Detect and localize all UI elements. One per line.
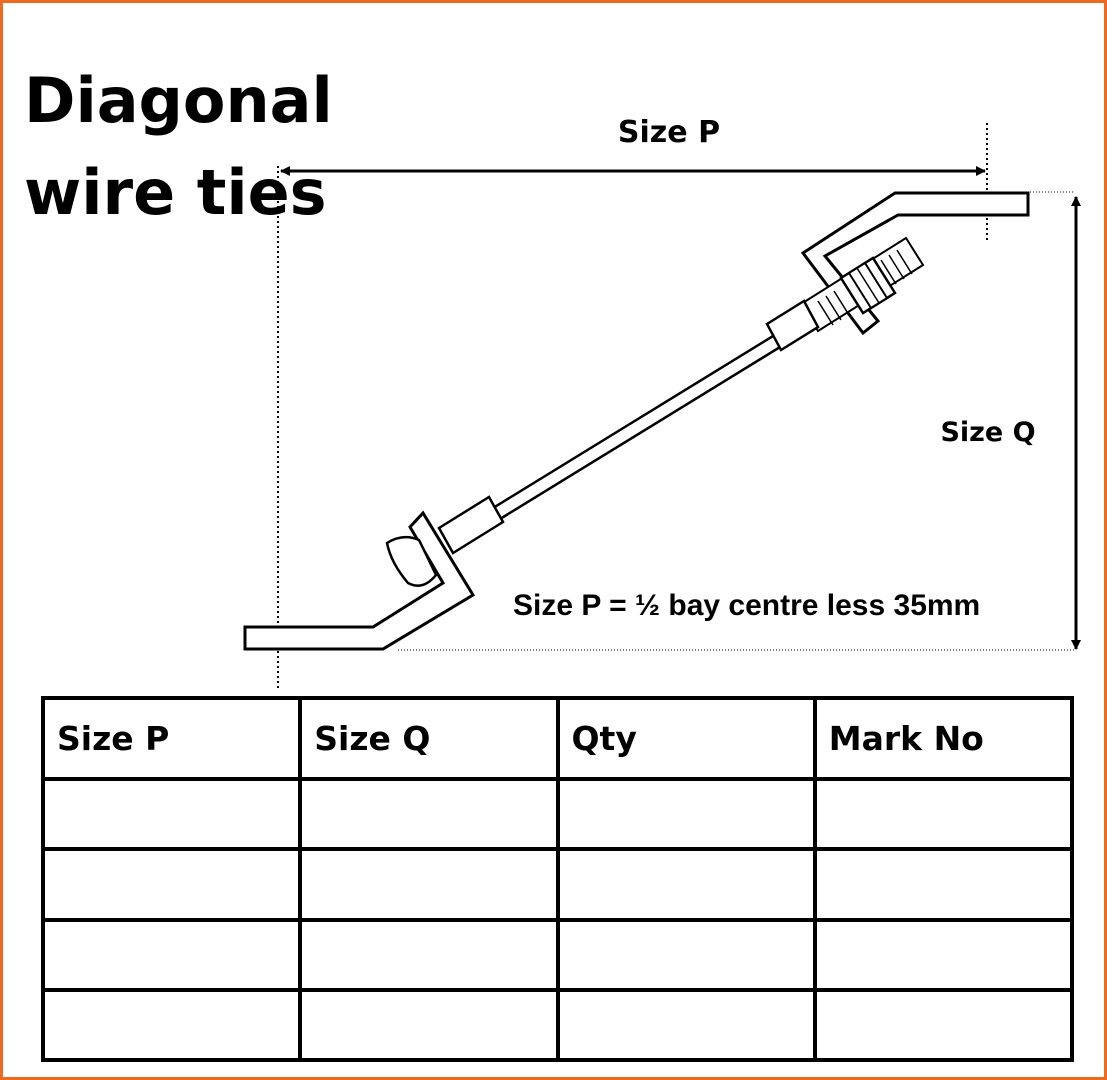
column-header-qty: Qty bbox=[555, 696, 817, 781]
table-cell[interactable] bbox=[40, 847, 303, 922]
table-cell[interactable] bbox=[555, 987, 817, 1063]
table-cell[interactable] bbox=[298, 987, 560, 1063]
wire-tie-diagram: Size P Size Q Size P = ½ bay centre less… bbox=[243, 115, 1081, 688]
table-cell[interactable] bbox=[40, 917, 303, 992]
column-header-size-p: Size P bbox=[40, 696, 303, 781]
table-cell[interactable] bbox=[298, 776, 560, 852]
table-cell[interactable] bbox=[298, 917, 560, 992]
upper-end-fitting bbox=[800, 191, 1030, 336]
table-row bbox=[40, 917, 1075, 992]
table-cell[interactable] bbox=[555, 776, 817, 852]
diagonal-wire-rod bbox=[437, 299, 820, 555]
size-p-formula-note: Size P = ½ bay centre less 35mm bbox=[513, 589, 980, 622]
lower-end-fitting bbox=[243, 510, 476, 651]
table-cell[interactable] bbox=[40, 987, 303, 1063]
table-row bbox=[40, 987, 1075, 1063]
table-cell[interactable] bbox=[812, 917, 1075, 992]
page-title: Diagonal wire ties bbox=[24, 64, 333, 229]
table-cell[interactable] bbox=[812, 847, 1075, 922]
column-header-mark-no: Mark No bbox=[812, 696, 1075, 781]
table-header-row: Size P Size Q Qty Mark No bbox=[40, 696, 1075, 781]
table-cell[interactable] bbox=[812, 987, 1075, 1063]
column-header-size-q: Size Q bbox=[298, 696, 560, 781]
table-cell[interactable] bbox=[298, 847, 560, 922]
table-cell[interactable] bbox=[555, 917, 817, 992]
table-row bbox=[40, 847, 1075, 922]
table-cell[interactable] bbox=[40, 776, 303, 852]
size-p-label: Size P bbox=[618, 115, 720, 150]
table-cell[interactable] bbox=[555, 847, 817, 922]
size-q-label: Size Q bbox=[940, 417, 1035, 448]
table-cell[interactable] bbox=[812, 776, 1075, 852]
table-row bbox=[40, 776, 1075, 852]
wire-tie-schedule-table: Size P Size Q Qty Mark No bbox=[40, 696, 1075, 1063]
